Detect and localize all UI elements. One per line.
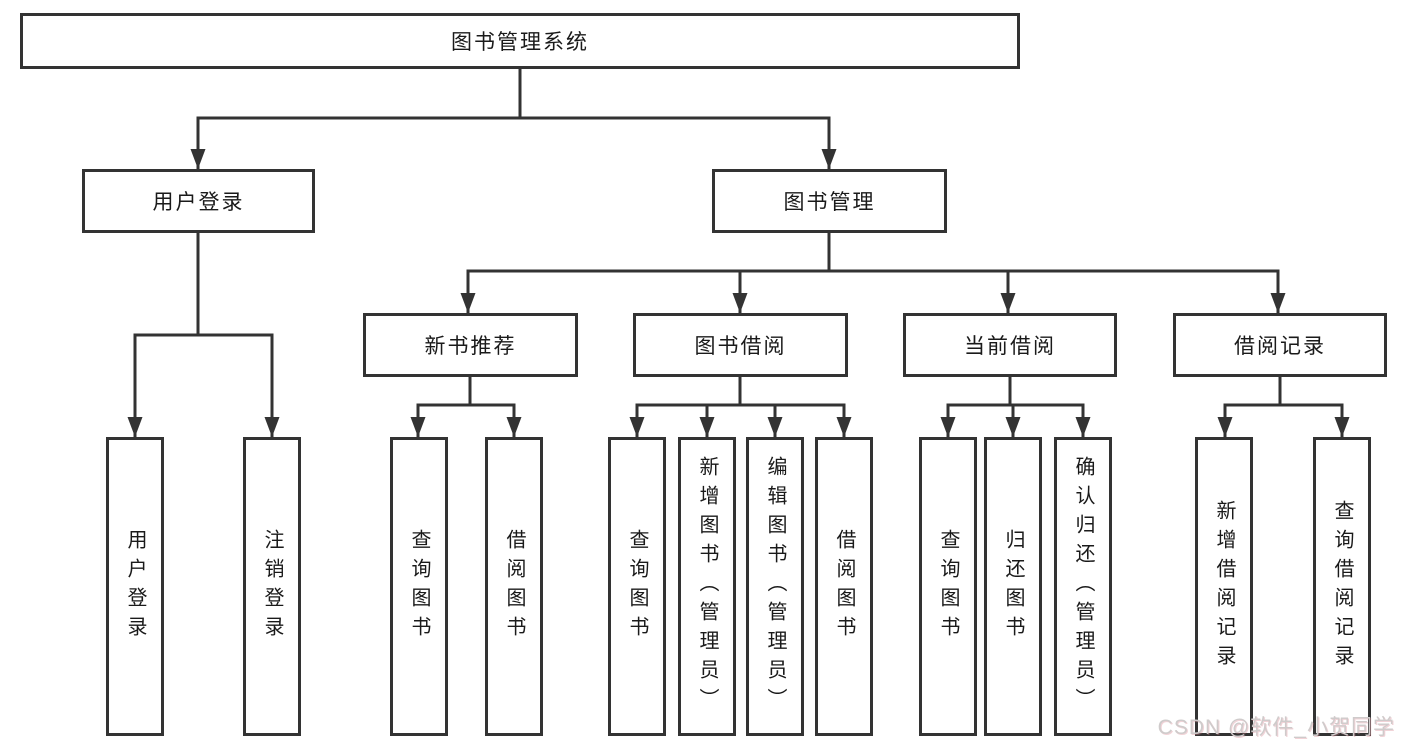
leaf-borrow-books: 借阅图书 — [815, 437, 873, 736]
leaf-edit-books-admin: 编辑图书（管理员） — [746, 437, 804, 736]
leaf-label: 注销登录 — [261, 528, 283, 645]
csdn-watermark: CSDN @软件_小贺同学 — [1157, 716, 1395, 739]
connector-mgmt-trunk — [466, 231, 1280, 273]
leaf-label: 归还图书 — [1002, 528, 1024, 645]
connector-records-trunk — [1223, 374, 1344, 407]
node-book-borrow: 图书借阅 — [633, 313, 848, 377]
leaf-label: 查询图书 — [626, 528, 648, 645]
leaf-label: 用户登录 — [124, 528, 146, 645]
leaf-return-books: 归还图书 — [984, 437, 1042, 736]
node-root-system: 图书管理系统 — [20, 13, 1020, 69]
node-borrow-records: 借阅记录 — [1173, 313, 1387, 377]
leaf-query-books-recommend: 查询图书 — [390, 437, 448, 736]
connector-root-trunk — [196, 67, 831, 120]
connector-login-trunk — [133, 231, 274, 337]
node-current-borrow: 当前借阅 — [903, 313, 1117, 377]
leaf-add-books-admin: 新增图书（管理员） — [678, 437, 736, 736]
leaf-label: 借阅图书 — [503, 528, 525, 645]
leaf-query-borrow-record: 查询借阅记录 — [1313, 437, 1371, 736]
leaf-label: 查询图书 — [408, 528, 430, 645]
leaf-logout: 注销登录 — [243, 437, 301, 736]
leaf-add-borrow-record: 新增借阅记录 — [1195, 437, 1253, 736]
connector-current-trunk — [946, 374, 1085, 407]
leaf-label: 查询借阅记录 — [1331, 499, 1353, 674]
leaf-label: 新增借阅记录 — [1213, 499, 1235, 674]
leaf-query-books-current: 查询图书 — [919, 437, 977, 736]
leaf-user-login: 用户登录 — [106, 437, 164, 736]
leaf-label: 新增图书（管理员） — [696, 456, 718, 717]
node-new-book-recommend: 新书推荐 — [363, 313, 578, 377]
leaf-confirm-return-admin: 确认归还（管理员） — [1054, 437, 1112, 736]
connector-borrow-trunk — [635, 375, 846, 407]
node-user-login: 用户登录 — [82, 169, 315, 233]
connector-newbook-trunk — [416, 375, 516, 407]
leaf-query-books-borrow: 查询图书 — [608, 437, 666, 736]
leaf-label: 查询图书 — [937, 528, 959, 645]
node-book-management: 图书管理 — [712, 169, 947, 233]
leaf-label: 借阅图书 — [833, 528, 855, 645]
leaf-borrow-books-recommend: 借阅图书 — [485, 437, 543, 736]
leaf-label: 编辑图书（管理员） — [764, 456, 786, 717]
leaf-label: 确认归还（管理员） — [1072, 456, 1094, 717]
